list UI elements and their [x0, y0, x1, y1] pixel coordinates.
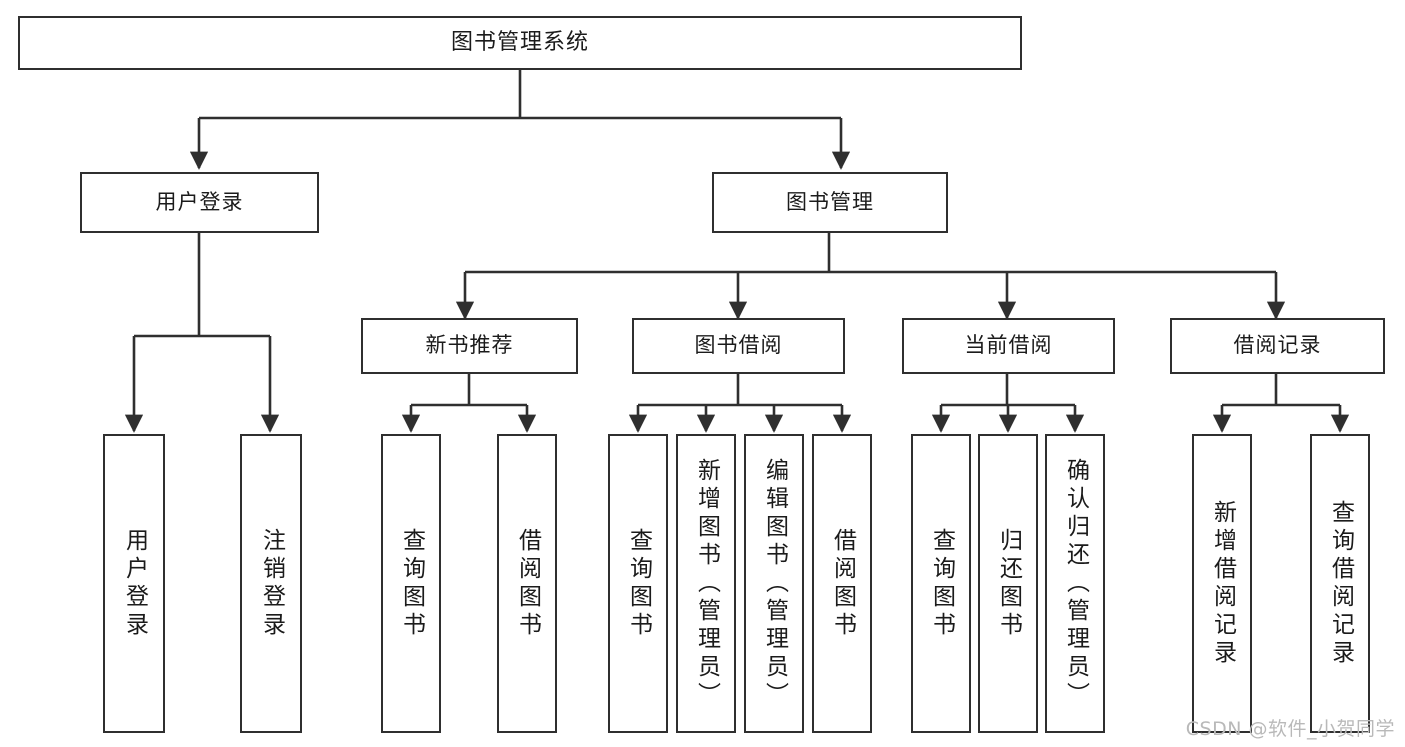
node-new-book-recommend-label: 新书推荐 — [425, 333, 514, 358]
leaf-confirm-return-label: 确认归还（管理员） — [1062, 457, 1089, 710]
leaf-edit-book-label: 编辑图书（管理员） — [761, 457, 788, 710]
leaf-borrow-book-2[interactable]: 借阅图书 — [812, 434, 872, 733]
node-current-borrow-label: 当前借阅 — [964, 333, 1053, 358]
leaf-add-record[interactable]: 新增借阅记录 — [1192, 434, 1252, 733]
node-book-borrow[interactable]: 图书借阅 — [632, 318, 845, 374]
node-root[interactable]: 图书管理系统 — [18, 16, 1022, 70]
node-root-label: 图书管理系统 — [450, 29, 589, 55]
leaf-return-book[interactable]: 归还图书 — [978, 434, 1038, 733]
leaf-query-book-1[interactable]: 查询图书 — [381, 434, 441, 733]
leaf-logout[interactable]: 注销登录 — [240, 434, 302, 733]
node-user-login-label: 用户登录 — [155, 189, 244, 214]
leaf-query-book-1-label: 查询图书 — [398, 527, 425, 640]
leaf-borrow-book-2-label: 借阅图书 — [829, 527, 856, 640]
leaf-borrow-book-1[interactable]: 借阅图书 — [497, 434, 557, 733]
leaf-query-book-2-label: 查询图书 — [625, 527, 652, 640]
leaf-user-login-label: 用户登录 — [121, 527, 148, 640]
leaf-query-record[interactable]: 查询借阅记录 — [1310, 434, 1370, 733]
leaf-confirm-return[interactable]: 确认归还（管理员） — [1045, 434, 1105, 733]
leaf-query-book-3[interactable]: 查询图书 — [911, 434, 971, 733]
leaf-user-login[interactable]: 用户登录 — [103, 434, 165, 733]
node-borrow-record[interactable]: 借阅记录 — [1170, 318, 1385, 374]
leaf-edit-book[interactable]: 编辑图书（管理员） — [744, 434, 804, 733]
node-book-manage-label: 图书管理 — [786, 189, 874, 214]
watermark-text: CSDN @软件_小贺同学 — [1185, 718, 1395, 740]
leaf-add-book-label: 新增图书（管理员） — [693, 457, 720, 710]
node-borrow-record-label: 借阅记录 — [1233, 333, 1322, 358]
node-user-login[interactable]: 用户登录 — [80, 172, 319, 233]
node-book-borrow-label: 图书借阅 — [694, 333, 783, 358]
node-new-book-recommend[interactable]: 新书推荐 — [361, 318, 578, 374]
leaf-borrow-book-1-label: 借阅图书 — [514, 527, 541, 640]
node-book-manage[interactable]: 图书管理 — [712, 172, 948, 233]
leaf-add-book[interactable]: 新增图书（管理员） — [676, 434, 736, 733]
leaf-query-record-label: 查询借阅记录 — [1327, 499, 1354, 668]
leaf-logout-label: 注销登录 — [258, 527, 285, 640]
leaf-query-book-3-label: 查询图书 — [928, 527, 955, 640]
leaf-return-book-label: 归还图书 — [995, 527, 1022, 640]
leaf-add-record-label: 新增借阅记录 — [1209, 499, 1236, 668]
node-current-borrow[interactable]: 当前借阅 — [902, 318, 1115, 374]
leaf-query-book-2[interactable]: 查询图书 — [608, 434, 668, 733]
